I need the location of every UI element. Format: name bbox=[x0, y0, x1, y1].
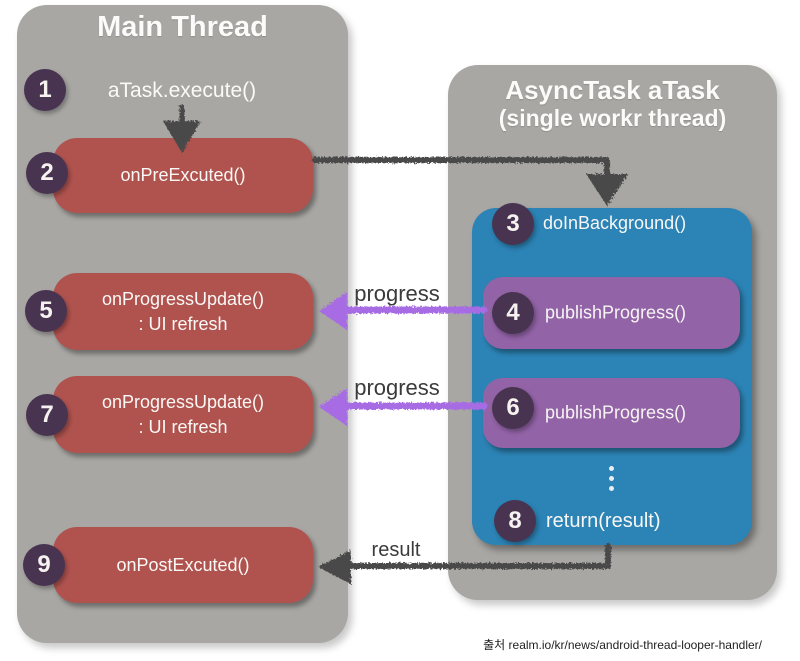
step-circle-7: 7 bbox=[26, 394, 68, 436]
step-circle-1: 1 bbox=[24, 69, 66, 111]
publishprogress-label: publishProgress() bbox=[545, 402, 687, 423]
source-caption: 출처 realm.io/kr/news/android-thread-loope… bbox=[483, 638, 762, 652]
ellipsis-dots-icon bbox=[609, 466, 614, 491]
step-circle-4: 4 bbox=[492, 292, 534, 334]
onpostexcuted-label: onPostExcuted() bbox=[116, 554, 250, 575]
result-label: result bbox=[371, 539, 421, 561]
step-circle-8: 8 bbox=[494, 500, 536, 542]
onprogressupdate-label: onProgressUpdate() bbox=[101, 391, 265, 412]
step-circle-2: 2 bbox=[26, 152, 68, 194]
progress-label-top: progress bbox=[354, 281, 440, 306]
publishprogress-label: publishProgress() bbox=[545, 302, 687, 323]
step-circle-3: 3 bbox=[492, 203, 534, 245]
ui-refresh-label: : UI refresh bbox=[138, 416, 228, 437]
step-circle-6: 6 bbox=[492, 387, 534, 429]
progress-label-bottom: progress bbox=[354, 375, 440, 400]
onprogressupdate-box-bottom: onProgressUpdate() : UI refresh bbox=[53, 376, 313, 453]
asynctask-title-line2: (single workr thread) bbox=[498, 105, 727, 131]
onpreexcuted-box: onPreExcuted() bbox=[53, 138, 313, 213]
onprogressupdate-box-top: onProgressUpdate() : UI refresh bbox=[53, 273, 313, 350]
return-result-label: return(result) bbox=[546, 510, 661, 532]
asynctask-title-line1: AsyncTask aTask bbox=[505, 75, 720, 105]
main-thread-title: Main Thread bbox=[97, 11, 268, 43]
doinbackground-label: doInBackground() bbox=[543, 213, 687, 233]
worker-thread-box bbox=[472, 208, 752, 545]
ui-refresh-label: : UI refresh bbox=[138, 313, 228, 334]
onpostexcuted-box: onPostExcuted() bbox=[53, 527, 313, 603]
onpreexcuted-label: onPreExcuted() bbox=[120, 165, 246, 185]
step-circle-5: 5 bbox=[25, 290, 67, 332]
atask-execute-label: aTask.execute() bbox=[107, 79, 257, 102]
step-circle-9: 9 bbox=[23, 544, 65, 586]
onprogressupdate-label: onProgressUpdate() bbox=[101, 288, 265, 309]
